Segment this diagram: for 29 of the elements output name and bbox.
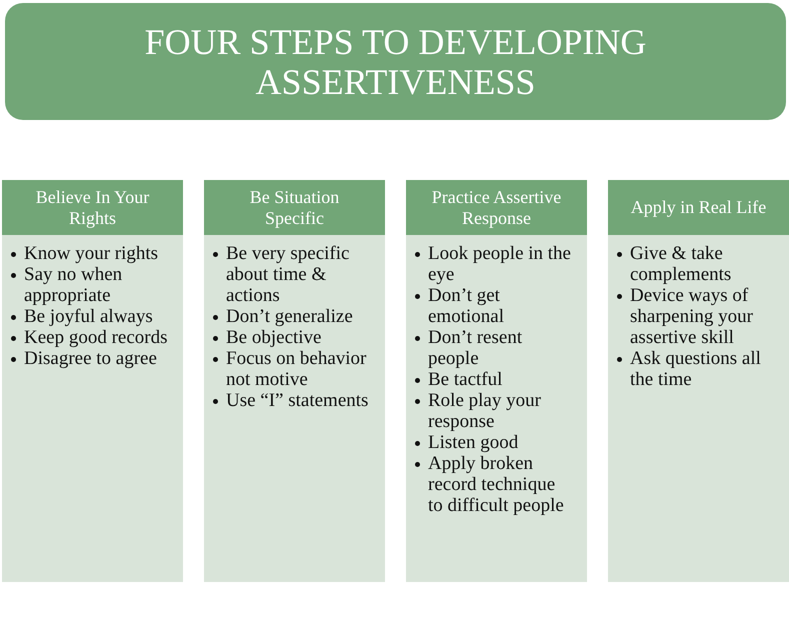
step-column — [204, 180, 385, 582]
bullet-item: Ask questions all the time — [630, 348, 775, 390]
bullet-item: Give & take complements — [630, 243, 775, 285]
bullet-item: Know your rights — [24, 243, 169, 264]
title-banner: FOUR STEPS TO DEVELOPING ASSERTIVENESS — [5, 3, 786, 120]
bullet-item: Listen good — [428, 432, 573, 453]
bullet-item: Say no when appropriate — [24, 264, 169, 306]
bullet-item: Be objective — [226, 327, 371, 348]
step-heading: Apply in Real Life — [630, 197, 766, 218]
bullet-item: Don’t generalize — [226, 306, 371, 327]
bullet-item: Role play your response — [428, 390, 573, 432]
bullet-item: Be very specific about time & actions — [226, 243, 371, 306]
bullet-item: Be joyful always — [24, 306, 169, 327]
step-column — [608, 180, 789, 582]
step-heading: Believe In Your Rights — [34, 186, 150, 228]
step-heading: Be Situation Specific — [248, 186, 340, 228]
bullet-item: Look people in the eye — [428, 243, 573, 285]
step-column — [2, 180, 183, 582]
step-heading: Practice Assertive Response — [430, 186, 562, 228]
step-column — [406, 180, 587, 582]
bullet-item: Be tactful — [428, 369, 573, 390]
bullet-item: Disagree to agree — [24, 348, 169, 369]
bullet-item: Keep good records — [24, 327, 169, 348]
bullet-item: Device ways of sharpening your assertive skill — [630, 285, 775, 348]
bullet-item: Don’t resent people — [428, 327, 573, 369]
bullet-item: Use “I” statements — [226, 390, 371, 411]
bullet-item: Don’t get emotional — [428, 285, 573, 327]
bullet-item: Apply broken record technique to difficult people — [428, 453, 573, 516]
bullet-item: Focus on behavior not motive — [226, 348, 371, 390]
